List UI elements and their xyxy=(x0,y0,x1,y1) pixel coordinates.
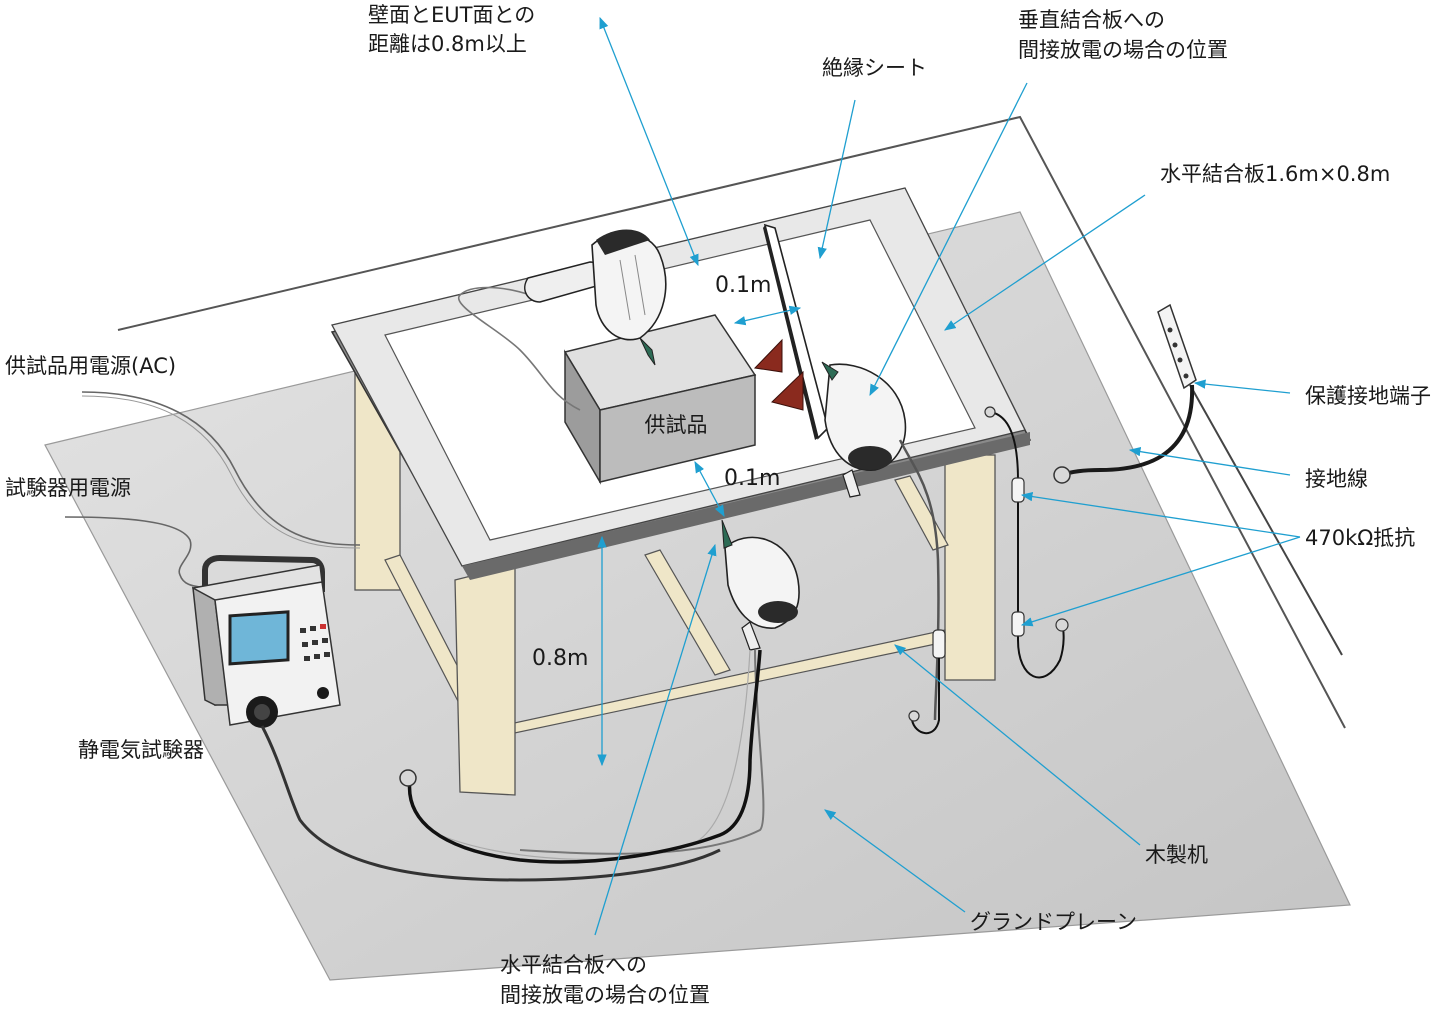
esd-gun-hcp xyxy=(439,519,800,861)
insulator-supports xyxy=(753,338,804,411)
label-protective-earth: 保護接地端子 xyxy=(1305,384,1431,408)
label-earth-wire: 接地線 xyxy=(1305,467,1368,491)
esd-gun-vcp xyxy=(821,361,940,721)
tester-power-cable xyxy=(64,516,211,591)
esd-tester xyxy=(192,554,721,882)
dim-gap-hcp: 0.1m xyxy=(724,466,780,491)
label-vertical-indirect-2: 間接放電の場合の位置 xyxy=(1018,38,1228,62)
gun-cable-top xyxy=(457,286,581,411)
label-wall-distance-2: 距離は0.8m以上 xyxy=(368,32,527,56)
label-insulation-sheet: 絶縁シート xyxy=(822,56,927,80)
leader-lines xyxy=(594,16,1301,936)
eut-power-cable xyxy=(81,391,361,549)
eut-box: 供試品 xyxy=(563,314,757,485)
wall-outline xyxy=(117,115,1346,729)
dimension-labels: 0.1m 0.1m 0.8m xyxy=(532,273,780,671)
ground-return-cable xyxy=(399,649,762,864)
label-resistor: 470kΩ抵抗 xyxy=(1305,526,1415,550)
callout-labels: 壁面とEUT面との 距離は0.8m以上 垂直結合板への 間接放電の場合の位置 絶… xyxy=(5,3,1431,1007)
earth-wire xyxy=(1053,384,1195,484)
label-wooden-table: 木製机 xyxy=(1145,843,1208,867)
label-wall-distance-1: 壁面とEUT面との xyxy=(368,3,535,27)
label-ground-plane: グランドプレーン xyxy=(970,910,1137,934)
label-eut-power: 供試品用電源(AC) xyxy=(5,354,176,378)
eut-label: 供試品 xyxy=(645,413,708,437)
label-tester-power: 試験器用電源 xyxy=(5,476,131,500)
label-horizontal-indirect-1: 水平結合板への xyxy=(500,953,647,977)
label-horizontal-plane: 水平結合板1.6m×0.8m xyxy=(1160,162,1390,186)
dim-table-height: 0.8m xyxy=(532,646,588,671)
dimension-arrows xyxy=(597,305,802,767)
dim-gap-vcp: 0.1m xyxy=(715,273,771,298)
label-vertical-indirect-1: 垂直結合板への xyxy=(1018,8,1165,32)
label-esd-tester: 静電気試験器 xyxy=(78,738,204,762)
label-horizontal-indirect-2: 間接放電の場合の位置 xyxy=(500,983,710,1007)
